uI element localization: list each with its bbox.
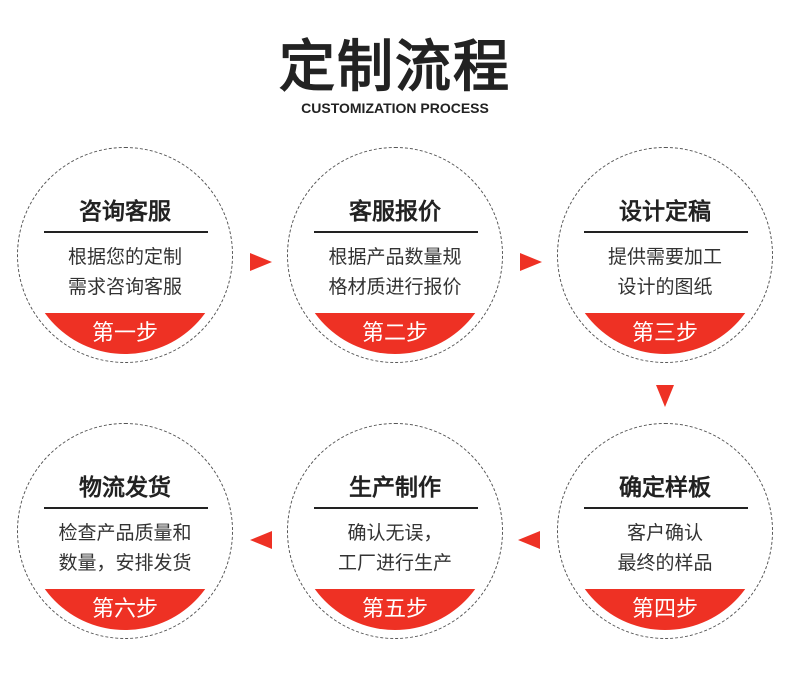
- step-circle: 生产制作 确认无误， 工厂进行生产 第五步: [287, 423, 503, 639]
- description-line: 最终的样品: [617, 552, 713, 574]
- divider: [314, 507, 478, 509]
- step-title: 设计定稿: [619, 199, 711, 225]
- divider: [44, 507, 208, 509]
- step-badge-clip: 第三步: [566, 156, 764, 354]
- step-circle: 咨询客服 根据您的定制需求咨询客服 第一步: [17, 147, 233, 363]
- step-description: 检查产品质量和数量，安排发货: [18, 518, 232, 578]
- divider: [44, 231, 208, 233]
- step-badge: 第一步: [26, 313, 224, 354]
- description-line: 提供需要加工: [607, 246, 722, 268]
- description-line: 检查产品质量和: [58, 522, 192, 544]
- step-badge-clip: 第二步: [296, 156, 494, 354]
- description-line: 确认无误，: [347, 522, 443, 544]
- step-badge: 第二步: [296, 313, 494, 354]
- step-description: 提供需要加工设计的图纸: [558, 242, 772, 302]
- step-circle: 客服报价 根据产品数量规格材质进行报价 第二步: [287, 147, 503, 363]
- step-badge: 第三步: [566, 313, 764, 354]
- step-description: 根据产品数量规格材质进行报价: [288, 242, 502, 302]
- step-badge-clip: 第四步: [566, 432, 764, 630]
- arrow-left-icon: [250, 531, 272, 549]
- arrow-right-icon: [520, 253, 542, 271]
- step-badge: 第四步: [566, 589, 764, 630]
- description-line: 格材质进行报价: [328, 276, 462, 298]
- arrow-right-icon: [250, 253, 272, 271]
- step-badge-clip: 第五步: [296, 432, 494, 630]
- step-title: 物流发货: [79, 475, 171, 501]
- description-line: 需求咨询客服: [67, 276, 182, 298]
- description-line: 设计的图纸: [617, 276, 713, 298]
- step-description: 客户确认最终的样品: [558, 518, 772, 578]
- step-title: 客服报价: [349, 199, 441, 225]
- description-line: 客户确认: [626, 522, 703, 544]
- step-badge-clip: 第六步: [26, 432, 224, 630]
- step-circle: 确定样板 客户确认最终的样品 第四步: [557, 423, 773, 639]
- description-line: 根据产品数量规: [328, 246, 462, 268]
- step-badge: 第六步: [26, 589, 224, 630]
- divider: [584, 231, 748, 233]
- arrow-down-icon: [656, 385, 674, 407]
- step-title: 咨询客服: [79, 199, 171, 225]
- step-badge: 第五步: [296, 589, 494, 630]
- step-badge-clip: 第一步: [26, 156, 224, 354]
- page-subtitle: CUSTOMIZATION PROCESS: [301, 100, 489, 116]
- description-line: 工厂进行生产: [337, 552, 452, 574]
- description-line: 根据您的定制: [67, 246, 182, 268]
- step-description: 根据您的定制需求咨询客服: [18, 242, 232, 302]
- divider: [314, 231, 478, 233]
- step-title: 生产制作: [349, 475, 441, 501]
- step-circle: 设计定稿 提供需要加工设计的图纸 第三步: [557, 147, 773, 363]
- page-title: 定制流程: [279, 35, 511, 100]
- step-circle: 物流发货 检查产品质量和数量，安排发货 第六步: [17, 423, 233, 639]
- step-description: 确认无误， 工厂进行生产: [288, 518, 502, 578]
- divider: [584, 507, 748, 509]
- description-line: 数量，安排发货: [58, 552, 192, 574]
- step-title: 确定样板: [619, 475, 711, 501]
- arrow-left-icon: [518, 531, 540, 549]
